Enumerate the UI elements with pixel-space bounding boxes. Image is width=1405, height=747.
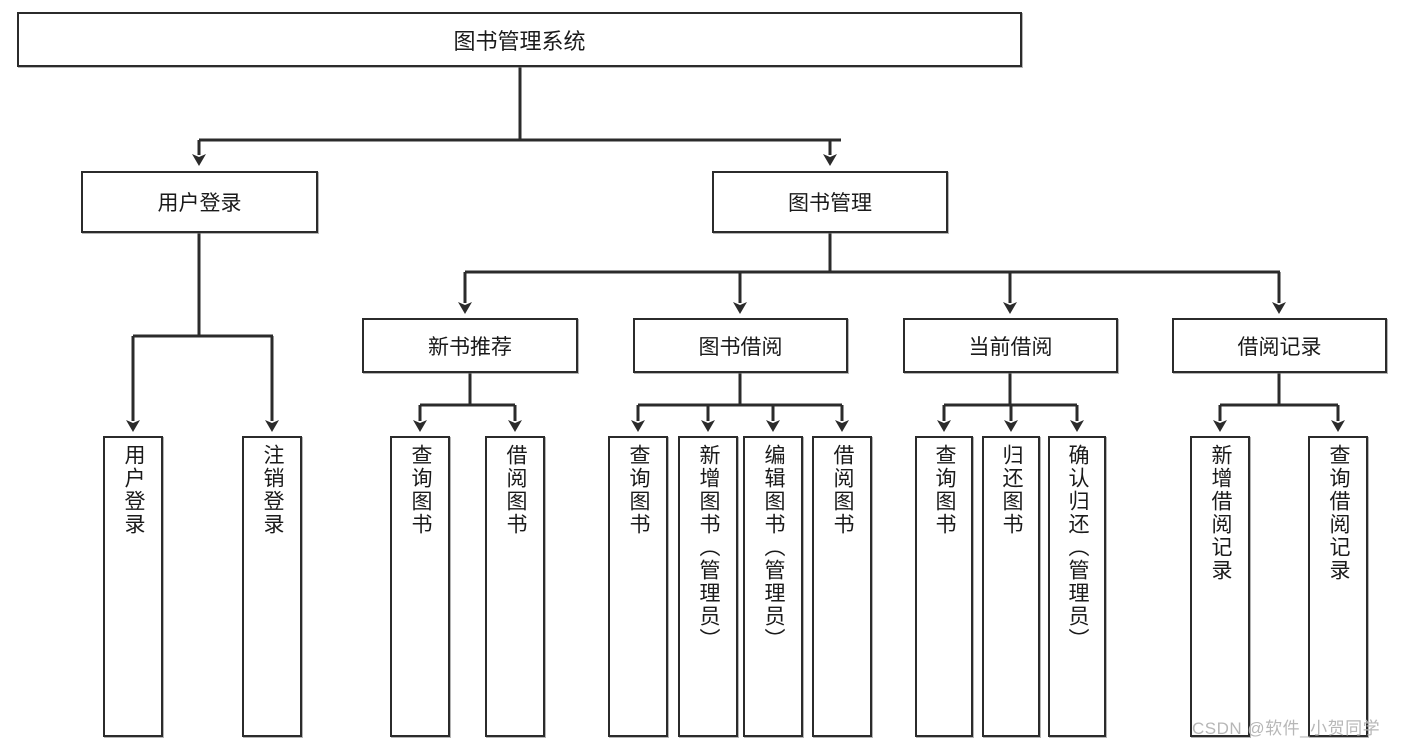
node-cb-return-book-label: 归还图书 [1000,444,1024,536]
node-nbr-borrow-book[interactable]: 借阅图书 [485,436,545,737]
node-nbr-borrow-book-label: 借阅图书 [504,444,528,536]
node-new-book-recommend[interactable]: 新书推荐 [362,318,578,373]
node-borrow-record-label: 借阅记录 [1237,335,1322,359]
node-user-login[interactable]: 用户登录 [81,171,318,233]
node-user-logout-label: 注销登录 [261,444,285,536]
node-bb-add-book-label: 新增图书（管理员） [697,444,721,651]
node-cb-return-book[interactable]: 归还图书 [982,436,1040,737]
node-book-borrow-label: 图书借阅 [698,335,783,359]
node-cb-query-book[interactable]: 查询图书 [915,436,973,737]
node-book-manage-label: 图书管理 [788,192,872,215]
node-current-borrow[interactable]: 当前借阅 [903,318,1118,373]
node-book-borrow[interactable]: 图书借阅 [633,318,848,373]
node-cb-confirm-return[interactable]: 确认归还（管理员） [1048,436,1106,737]
node-user-login-label: 用户登录 [157,192,242,215]
node-nbr-query-book[interactable]: 查询图书 [390,436,450,737]
node-root[interactable]: 图书管理系统 [17,12,1022,67]
node-user-logout[interactable]: 注销登录 [242,436,302,737]
node-cb-query-book-label: 查询图书 [933,444,957,536]
node-root-label: 图书管理系统 [453,28,586,54]
node-bb-add-book[interactable]: 新增图书（管理员） [678,436,738,737]
node-bb-query-book[interactable]: 查询图书 [608,436,668,737]
node-new-book-recommend-label: 新书推荐 [428,335,512,359]
node-user-login-do[interactable]: 用户登录 [103,436,163,737]
node-bb-query-book-label: 查询图书 [627,444,651,536]
node-bb-borrow-book[interactable]: 借阅图书 [812,436,872,737]
node-borrow-record[interactable]: 借阅记录 [1172,318,1387,373]
node-current-borrow-label: 当前借阅 [968,335,1053,359]
node-bb-edit-book-label: 编辑图书（管理员） [762,444,786,651]
node-book-manage[interactable]: 图书管理 [712,171,948,233]
node-br-query-record[interactable]: 查询借阅记录 [1308,436,1368,737]
node-bb-borrow-book-label: 借阅图书 [831,444,855,536]
node-cb-confirm-return-label: 确认归还（管理员） [1066,444,1090,651]
node-br-add-record[interactable]: 新增借阅记录 [1190,436,1250,737]
node-bb-edit-book[interactable]: 编辑图书（管理员） [743,436,803,737]
node-br-add-record-label: 新增借阅记录 [1209,444,1233,582]
watermark: CSDN @软件_小贺同学 [1192,719,1381,738]
node-br-query-record-label: 查询借阅记录 [1327,444,1351,582]
node-user-login-do-label: 用户登录 [122,444,146,536]
node-nbr-query-book-label: 查询图书 [409,444,433,536]
